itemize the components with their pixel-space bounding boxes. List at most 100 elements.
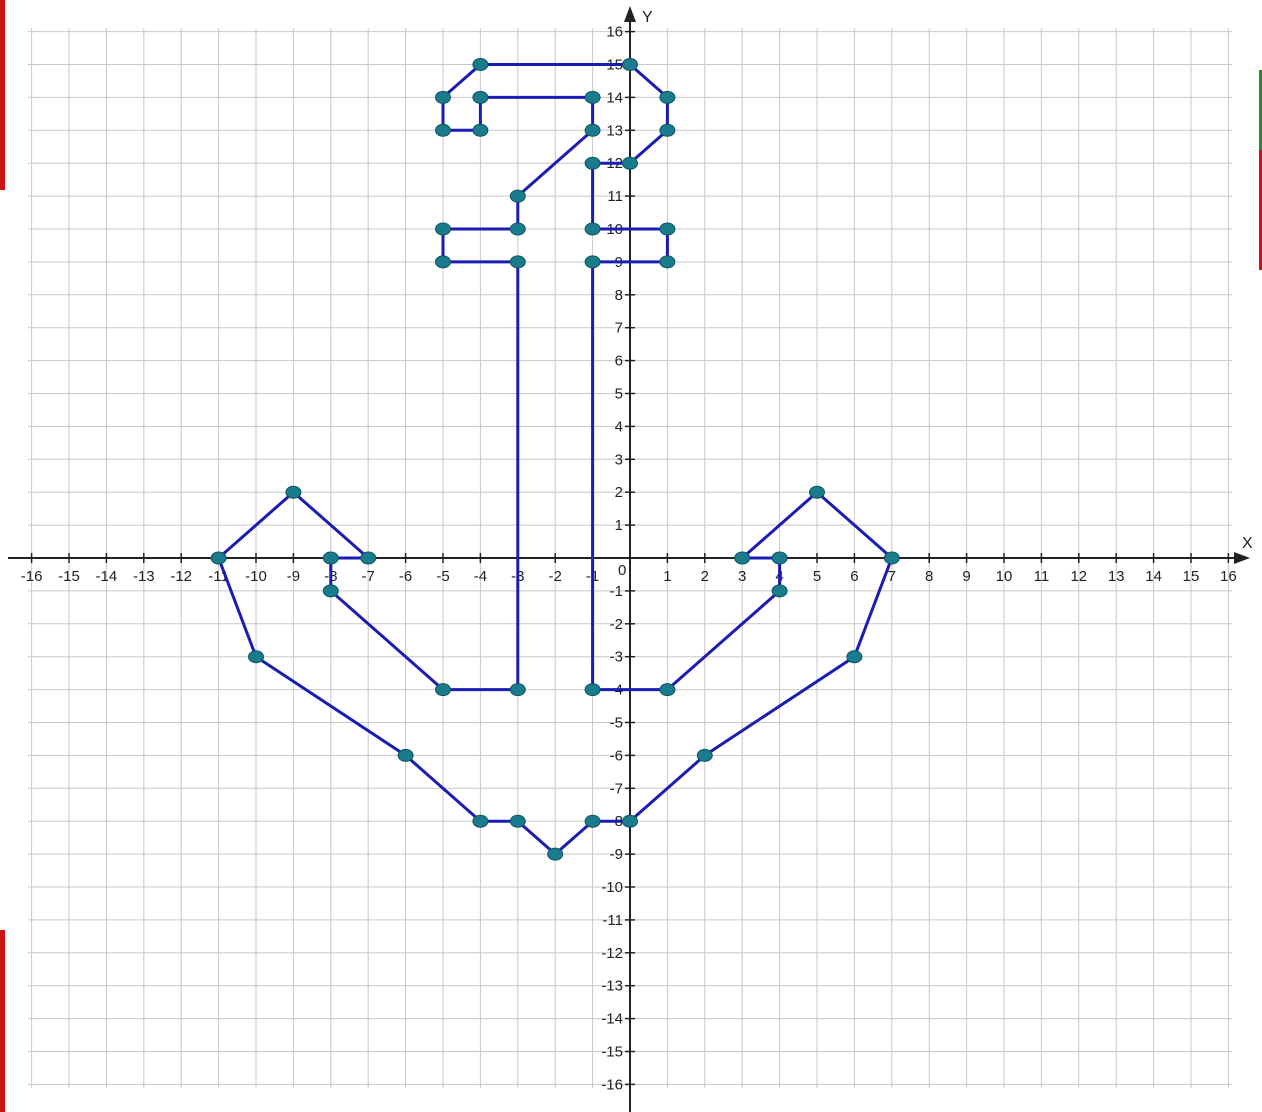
x-tick-label: 6 [850,568,858,585]
x-tick-label: 15 [1183,568,1200,585]
data-point [322,584,339,598]
data-point [584,90,601,104]
data-point [659,90,676,104]
data-point [846,650,863,664]
data-point [659,255,676,269]
x-tick-label: 3 [738,568,746,585]
x-tick-label: 7 [888,568,896,585]
left-border-accent [0,0,5,190]
data-point [809,485,825,499]
data-point [472,58,489,71]
x-tick-label: 10 [996,568,1013,585]
x-tick-label: -15 [58,568,80,585]
data-point [472,123,489,137]
x-axis-arrow [1234,552,1250,564]
x-tick-label: -4 [474,568,487,585]
data-point [734,551,751,565]
data-point [435,123,451,137]
y-tick-label: 16 [606,24,623,41]
data-point [285,485,302,499]
data-point [509,255,526,269]
x-tick-label: -6 [399,568,412,585]
data-point [584,683,601,697]
y-tick-label: 6 [615,353,623,370]
data-point [584,255,601,269]
data-point [622,814,638,828]
origin-label: 0 [618,562,626,579]
x-tick-label: -14 [96,568,118,585]
x-tick-label: -7 [362,568,375,585]
data-point [509,814,526,828]
data-point [472,90,489,104]
x-tick-label: 11 [1034,568,1050,585]
y-tick-label: -3 [610,649,623,666]
data-point [584,123,601,137]
y-tick-label: 11 [607,188,623,205]
y-tick-label: -9 [610,846,623,863]
y-tick-label: -15 [601,1044,623,1061]
data-point [322,551,339,565]
data-point [584,156,601,170]
data-point [509,222,526,236]
x-tick-label: -12 [170,568,192,585]
plotted-points [210,58,900,861]
y-tick-label: -7 [610,780,623,797]
x-tick-label: -16 [21,568,43,585]
axes [8,6,1250,1112]
y-axis-arrow [624,6,636,22]
data-point [435,683,451,697]
x-tick-label: -13 [133,568,155,585]
data-point [584,222,601,236]
data-point [883,551,900,565]
data-point [771,551,788,565]
right-border-accent-bottom [1259,150,1262,270]
y-tick-label: 1 [615,517,623,534]
data-point [360,551,377,565]
y-tick-label: 5 [615,386,623,403]
x-tick-label: -5 [436,568,449,585]
data-point [659,123,676,137]
y-tick-label: 3 [615,451,623,468]
data-point [547,847,564,861]
data-point [210,551,227,565]
data-point [509,683,526,697]
data-point [248,650,264,664]
x-tick-label: -10 [245,568,267,585]
x-tick-label: 16 [1220,568,1237,585]
left-border-accent-bottom [0,930,5,1112]
x-tick-label: 12 [1070,568,1087,585]
x-tick-label: 14 [1145,568,1162,585]
y-tick-label: 4 [615,418,623,435]
x-tick-label: 5 [813,568,821,585]
x-tick-label: -9 [287,568,300,585]
data-point [435,90,451,104]
y-axis-label: Y [642,9,653,26]
x-tick-label: 9 [962,568,970,585]
x-tick-label: 8 [925,568,933,585]
x-tick-label: -2 [549,568,562,585]
y-tick-label: 2 [615,484,623,501]
data-point [696,748,713,762]
data-point [435,222,451,236]
data-point [472,814,489,828]
y-tick-label: 14 [606,89,623,106]
y-tick-label: -5 [610,715,623,732]
data-point [622,156,638,170]
y-tick-label: -14 [601,1011,623,1028]
data-point [622,58,638,71]
y-tick-label: -10 [601,879,623,896]
y-tick-label: -11 [602,912,623,929]
x-tick-label: 1 [663,568,671,585]
data-point [397,748,414,762]
data-point [584,814,601,828]
x-tick-label: 13 [1108,568,1125,585]
y-tick-label: -6 [610,747,623,764]
right-border-accent [1259,70,1262,150]
data-point [659,222,676,236]
x-axis-label: X [1242,535,1253,552]
y-tick-label: -13 [601,978,623,995]
y-tick-label: 8 [615,287,623,304]
